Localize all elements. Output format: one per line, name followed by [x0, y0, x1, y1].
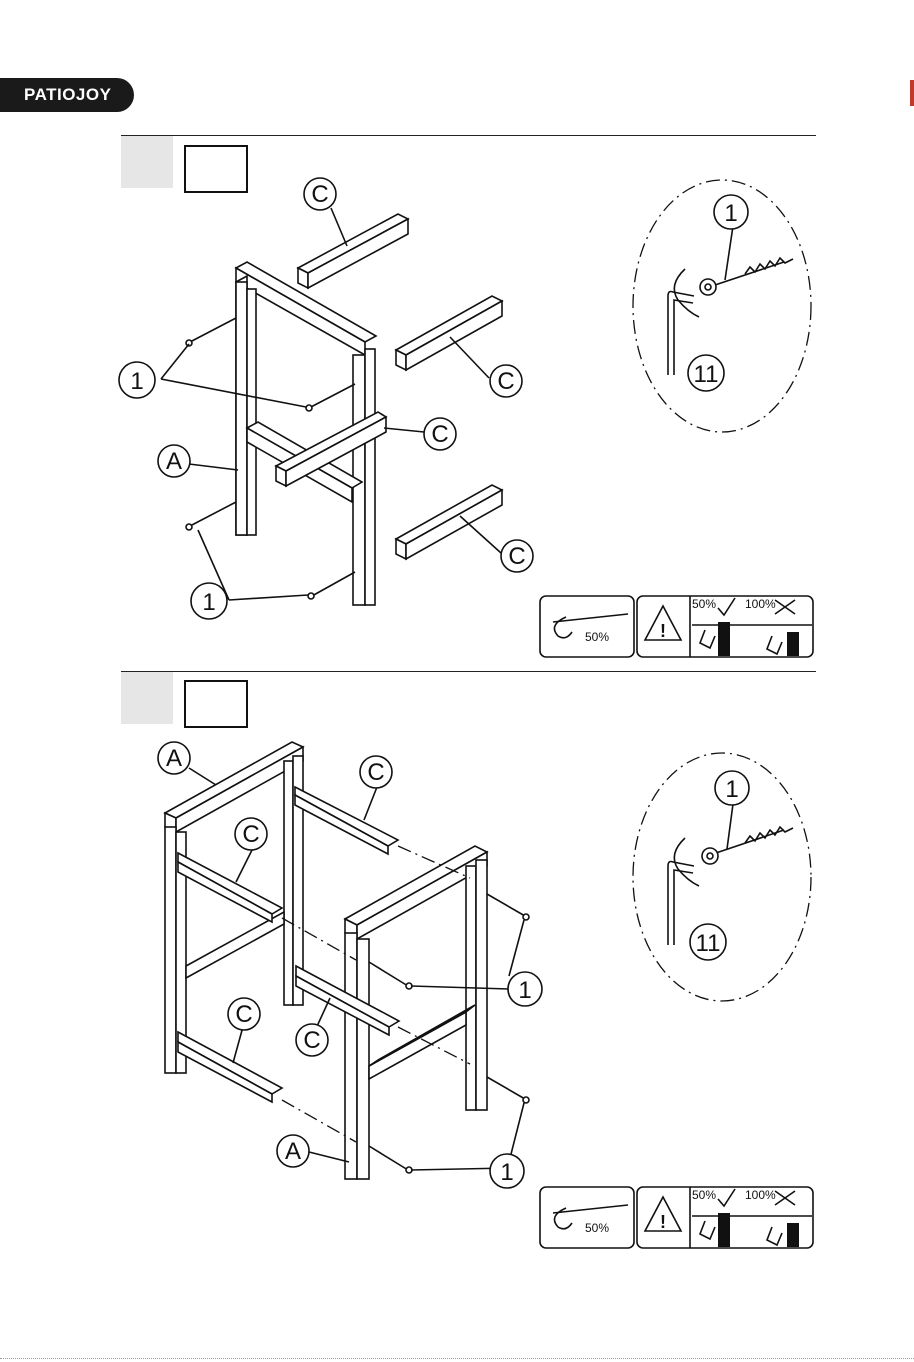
svg-text:A: A — [166, 448, 182, 475]
c-bar-upper-right — [396, 296, 502, 370]
step-2-diagram: A A C C C C 1 1 — [158, 742, 813, 1248]
label-c-middle: C — [424, 418, 456, 450]
hardware-callout: 1 11 — [633, 753, 811, 1001]
label-c-upper-left: C — [235, 818, 267, 850]
label-a-top: A — [158, 742, 190, 774]
svg-text:A: A — [285, 1138, 301, 1165]
svg-text:1: 1 — [202, 589, 215, 616]
allen-key-icon — [668, 862, 694, 946]
svg-text:C: C — [367, 759, 384, 786]
label-c-top: C — [360, 756, 392, 788]
svg-text:C: C — [242, 821, 259, 848]
svg-text:A: A — [166, 745, 182, 772]
svg-text:100%: 100% — [745, 1188, 776, 1202]
svg-text:1: 1 — [518, 977, 531, 1004]
label-1-upper: 1 — [119, 362, 155, 398]
svg-text:11: 11 — [694, 361, 719, 388]
svg-text:!: ! — [660, 621, 666, 641]
svg-text:1: 1 — [724, 200, 737, 227]
svg-text:50%: 50% — [585, 630, 609, 644]
warning-badge: ! 50% 100% — [637, 1187, 813, 1248]
c-bar-lower-right — [396, 485, 502, 559]
label-c-middle: C — [296, 1024, 328, 1056]
hardware-callout: 1 11 — [633, 180, 811, 432]
screw-shaft — [709, 262, 784, 287]
svg-text:C: C — [235, 1001, 252, 1028]
svg-text:11: 11 — [696, 930, 721, 957]
svg-text:C: C — [303, 1027, 320, 1054]
label-1-upper: 1 — [508, 972, 542, 1006]
svg-text:!: ! — [660, 1212, 666, 1232]
svg-text:100%: 100% — [745, 597, 776, 611]
svg-text:50%: 50% — [692, 597, 716, 611]
page-bottom-edge — [0, 1358, 914, 1359]
label-a-bottom: A — [277, 1135, 309, 1167]
label-c-lower-right: C — [501, 540, 533, 572]
label-c-lower-left: C — [228, 998, 260, 1030]
c-bar-lower-left — [178, 1032, 282, 1102]
svg-text:1: 1 — [500, 1159, 513, 1186]
label-1-lower: 1 — [191, 583, 227, 619]
c-bar-top — [295, 787, 398, 854]
label-a: A — [158, 445, 190, 477]
label-c-upper-right: C — [490, 365, 522, 397]
c-bar-top — [298, 214, 408, 288]
svg-text:50%: 50% — [585, 1221, 609, 1235]
svg-text:1: 1 — [725, 776, 738, 803]
svg-text:C: C — [508, 543, 525, 570]
rotate-arrow-icon — [674, 838, 699, 886]
label-1-lower: 1 — [490, 1154, 524, 1188]
svg-text:C: C — [431, 421, 448, 448]
svg-text:C: C — [497, 368, 514, 395]
svg-text:1: 1 — [130, 368, 143, 395]
c-bar-upper-left — [178, 853, 282, 922]
torque-badge: 50% — [540, 596, 634, 657]
svg-text:50%: 50% — [692, 1188, 716, 1202]
warning-badge: ! 50% 100% — [637, 596, 813, 657]
label-c-top: C — [304, 178, 336, 210]
svg-text:C: C — [311, 181, 328, 208]
torque-badge: 50% — [540, 1187, 634, 1248]
step-1-diagram: 1 1 A C C C C — [119, 178, 813, 657]
